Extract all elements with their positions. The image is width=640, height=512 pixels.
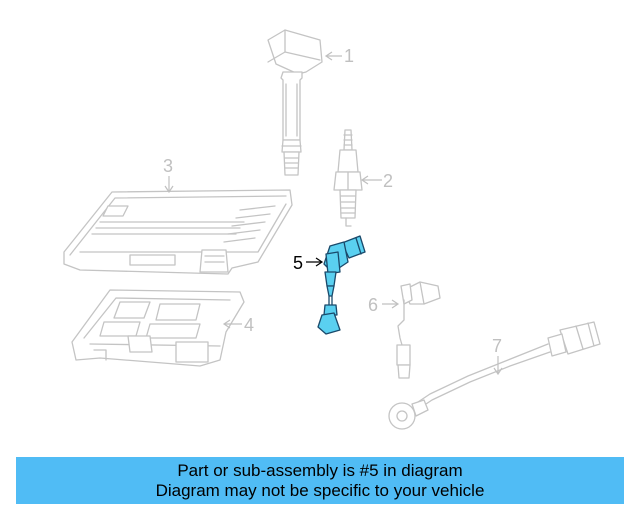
callout-2: 2 xyxy=(360,171,393,191)
callout-1-number: 1 xyxy=(344,46,354,66)
part-ecm-bracket xyxy=(71,289,245,367)
callout-6-number: 6 xyxy=(368,295,378,315)
callout-4-number: 4 xyxy=(244,315,254,335)
callout-6: 6 xyxy=(368,295,400,315)
part-engine-control-module xyxy=(63,189,293,275)
part-crankshaft-position-sensor xyxy=(317,235,366,335)
callout-5-number: 5 xyxy=(293,253,303,273)
callout-3-number: 3 xyxy=(163,156,173,176)
callout-4: 4 xyxy=(222,315,254,335)
callout-3: 3 xyxy=(163,156,174,194)
banner-line-part-number: Part or sub-assembly is #5 in diagram xyxy=(177,460,463,480)
part-knock-sensor xyxy=(388,321,601,430)
callout-7-number: 7 xyxy=(492,336,502,356)
part-spark-plug xyxy=(333,129,363,227)
callout-1: 1 xyxy=(324,46,354,66)
info-banner: Part or sub-assembly is #5 in diagram Di… xyxy=(16,457,624,504)
part-speed-sensor xyxy=(396,281,441,379)
callout-5: 5 xyxy=(293,253,324,273)
banner-line-disclaimer: Diagram may not be specific to your vehi… xyxy=(155,480,485,500)
callout-7: 7 xyxy=(492,336,503,376)
part-ignition-coil xyxy=(267,29,323,176)
callout-2-number: 2 xyxy=(383,171,393,191)
